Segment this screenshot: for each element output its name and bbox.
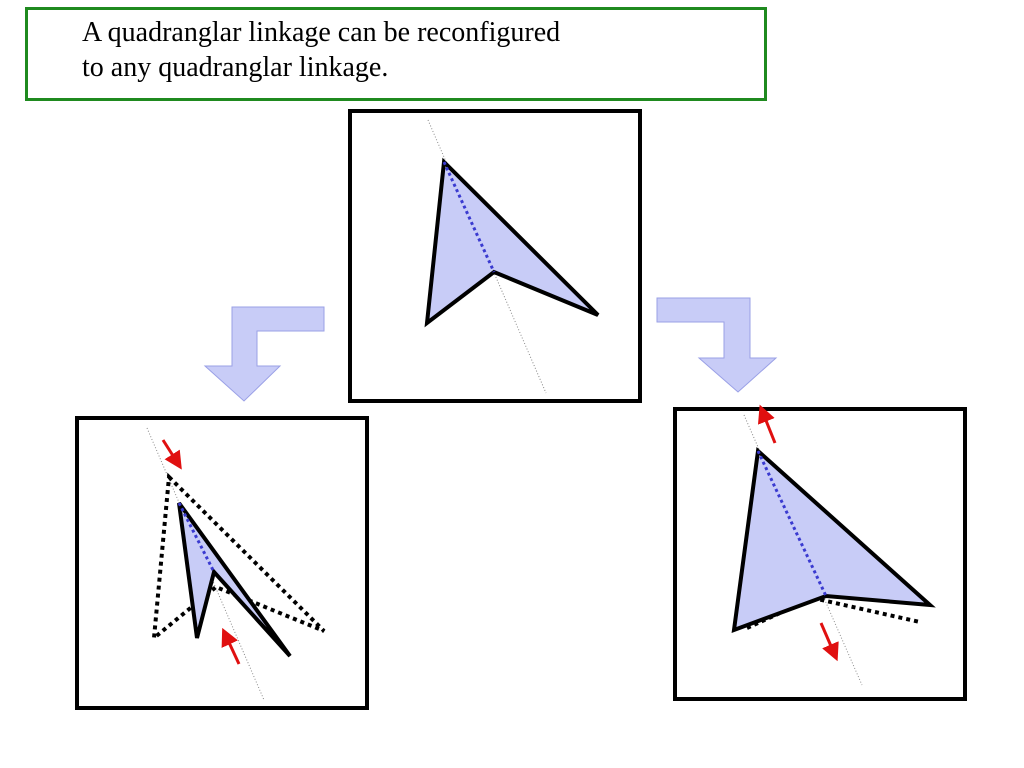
panel-right-motion-arrow-down-icon — [819, 622, 839, 662]
panel-right-linkage — [731, 446, 936, 634]
title-line-1: A quadranglar linkage can be reconfigure… — [82, 17, 561, 48]
title-line-2: to any quadranglar linkage. — [82, 52, 389, 83]
panel-left-motion-arrow-down-icon — [161, 439, 182, 470]
panel-left-diagonal — [177, 502, 216, 573]
panel-right-diagonal — [756, 450, 828, 597]
panel-right — [673, 404, 967, 701]
panel-left-axis-line — [146, 427, 265, 701]
title-box: A quadranglar linkage can be reconfigure… — [25, 7, 767, 101]
panel-right-motion-arrow-up-icon — [757, 404, 777, 444]
panel-top — [348, 109, 642, 403]
panel-left — [75, 416, 369, 710]
bent-arrow-down-right-icon — [656, 297, 778, 393]
panel-left-original-outline — [151, 472, 326, 643]
panel-top-diagonal — [442, 161, 496, 273]
panel-left-motion-arrow-up-icon — [221, 627, 241, 665]
panel-left-linkage — [177, 501, 292, 658]
bent-arrow-down-left-icon — [203, 306, 325, 402]
